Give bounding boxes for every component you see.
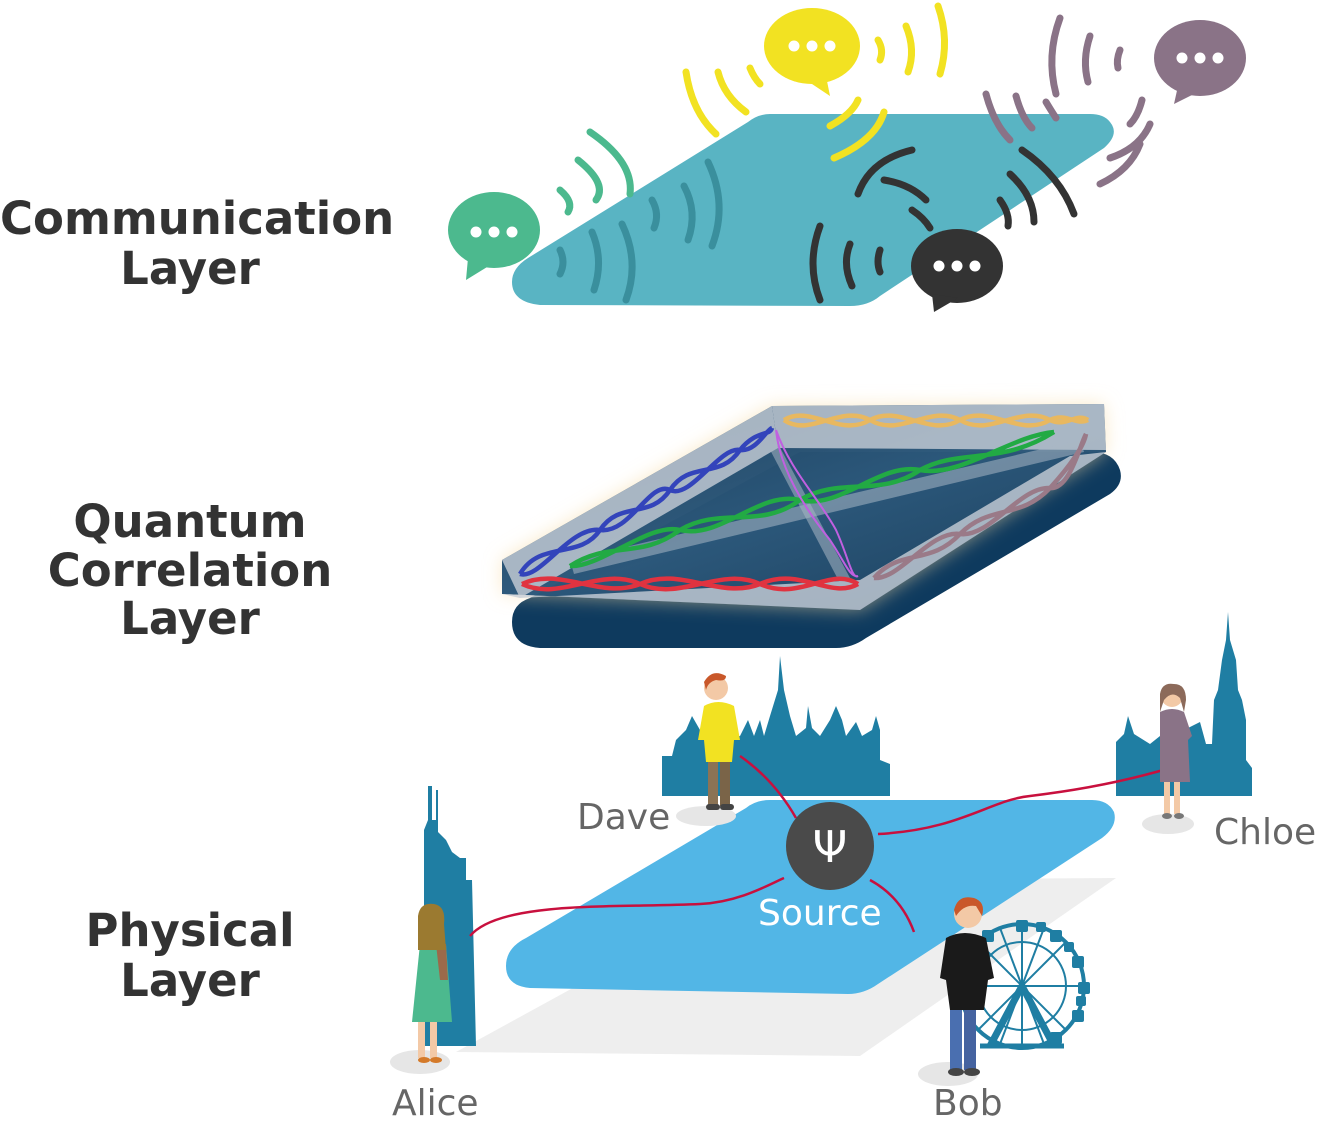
yellow-signal-waves: [682, 2, 949, 162]
entanglement-strands: [518, 413, 1090, 592]
physical-layer-label: Physical Layer: [0, 904, 380, 1008]
source-node: Ψ: [786, 802, 874, 890]
link-to-chloe: [877, 766, 1171, 836]
blue-strand: [518, 425, 775, 577]
quantum-glass-box: [502, 404, 1106, 610]
communication-layer-label-line-2: Layer: [120, 242, 260, 296]
purple-chat-bubble-icon: [1154, 20, 1246, 104]
dave-city-silhouette: [662, 656, 890, 796]
black-chat-bubble-icon: [911, 229, 1003, 312]
quantum-layer-label-line-1: Quantum: [73, 495, 307, 548]
bob-name-label: Bob: [933, 1083, 1003, 1124]
red-strand: [521, 576, 860, 592]
source-links: [469, 754, 1171, 937]
bob-person-figure: [940, 897, 994, 1076]
chloe-name-label: Chloe: [1214, 812, 1317, 853]
link-to-alice: [469, 876, 785, 937]
dave-name-label: Dave: [577, 797, 671, 838]
yellow-chat-bubble-icon: [764, 8, 860, 96]
dave-person-figure: [698, 673, 740, 810]
link-to-bob: [869, 878, 916, 933]
green-signal-waves: [556, 128, 723, 304]
communication-layer: [448, 2, 1246, 312]
violet-strand: [775, 429, 859, 578]
physical-layer: Ψ: [390, 612, 1252, 1086]
communication-layer-label: Communication Layer: [0, 192, 395, 296]
green-chat-bubble-icon: [448, 192, 540, 280]
physical-plane: [506, 800, 1115, 994]
alice-person-figure: [412, 903, 452, 1063]
link-to-dave: [739, 754, 798, 819]
alice-name-label: Alice: [392, 1083, 479, 1124]
quantum-layer-label-line-2: Correlation: [47, 543, 333, 597]
tan-strand: [782, 413, 1090, 428]
communication-layer-label-line-1: Communication: [0, 192, 395, 245]
quantum-correlation-layer-label: Quantum Correlation Layer: [0, 495, 380, 646]
source-label: Source: [758, 893, 882, 934]
black-signal-waves: [809, 146, 1078, 304]
physical-layer-label-line-1: Physical: [85, 904, 295, 957]
chloe-city-silhouette: [1116, 612, 1252, 796]
mauve-strand: [872, 432, 1089, 581]
quantum-correlation-layer: [502, 404, 1121, 648]
chloe-person-figure: [1160, 683, 1192, 819]
physical-layer-label-line-2: Layer: [120, 954, 260, 1008]
quantum-layer-label-line-3: Layer: [120, 592, 260, 646]
communication-plane: [512, 114, 1114, 306]
purple-signal-waves: [982, 14, 1154, 188]
green-strand: [568, 429, 1056, 569]
psi-symbol-icon: Ψ: [813, 822, 848, 873]
